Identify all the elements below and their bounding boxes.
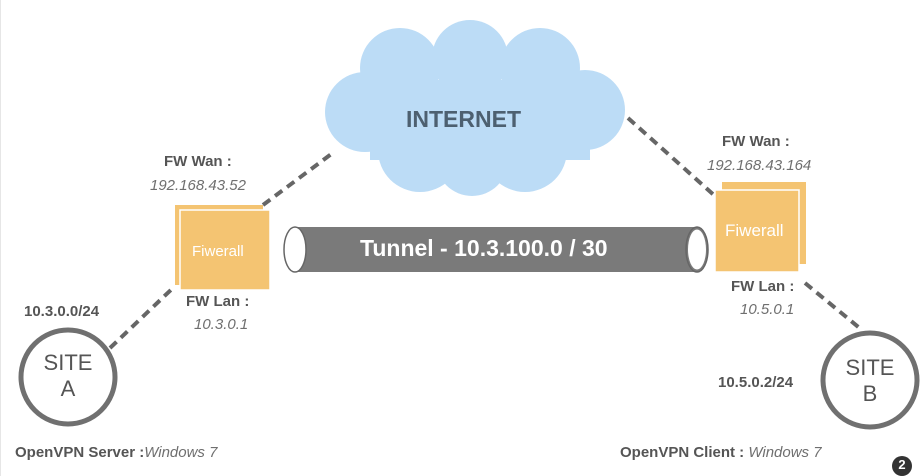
- site-b-circle-label: SITE B: [845, 355, 895, 406]
- site-a-role: OpenVPN Server :Windows 7: [15, 444, 217, 461]
- site-a-wan-ip: 192.168.43.52: [150, 177, 246, 194]
- firewall-b: [714, 182, 806, 273]
- vpn-tunnel: [283, 226, 709, 273]
- link-internet-firewall-b: [626, 116, 717, 198]
- firewall-b-label: Fiwerall: [725, 221, 784, 240]
- site-a-wan-title: FW Wan :: [164, 153, 232, 170]
- link-site-a-firewall: [108, 284, 177, 350]
- firewall-a: [175, 205, 271, 291]
- site-a-subnet: 10.3.0.0/24: [24, 303, 100, 320]
- site-b-subnet: 10.5.0.2/24: [718, 374, 794, 391]
- site-b-role-os: Windows 7: [748, 444, 822, 461]
- site-b-lan-ip: 10.5.0.1: [740, 301, 795, 318]
- site-b-role-title: OpenVPN Client :: [620, 444, 749, 461]
- site-b-role: OpenVPN Client : Windows 7: [620, 444, 822, 461]
- link-firewall-a-internet: [261, 150, 336, 207]
- site-b-lan-title: FW Lan :: [731, 278, 795, 295]
- internet-label: INTERNET: [406, 106, 521, 132]
- site-a-lan-ip: 10.3.0.1: [194, 316, 249, 333]
- site-b-wan-title: FW Wan :: [722, 133, 790, 150]
- link-firewall-b-site-b: [803, 281, 864, 332]
- site-a-role-title: OpenVPN Server :: [15, 444, 145, 461]
- site-a-role-os: Windows 7: [144, 444, 218, 461]
- firewall-a-label: Fiwerall: [192, 243, 244, 260]
- site-a-circle: [18, 327, 118, 427]
- site-a-lan-title: FW Lan :: [186, 293, 250, 310]
- site-a-circle-label: SITE A: [43, 350, 93, 401]
- internet-cloud: [325, 20, 625, 196]
- tunnel-label: Tunnel - 10.3.100.0 / 30: [360, 235, 608, 261]
- page-badge: [892, 456, 912, 476]
- page-badge-number: 2: [898, 457, 906, 472]
- site-b-wan-ip: 192.168.43.164: [707, 157, 812, 174]
- site-b-circle: [820, 330, 920, 430]
